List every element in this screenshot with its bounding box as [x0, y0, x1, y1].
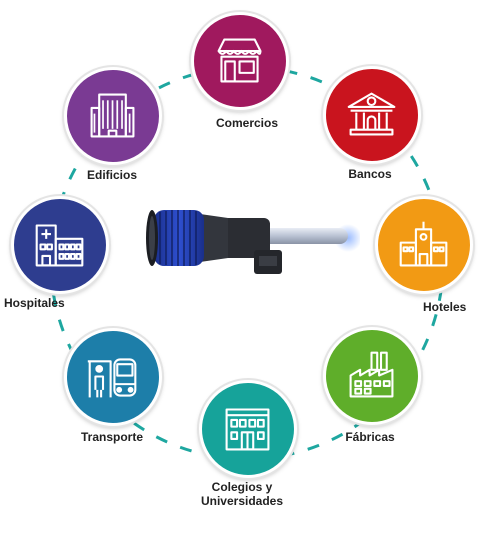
- storefront-icon: [218, 39, 262, 83]
- office-building-icon: [91, 94, 135, 138]
- node-label-line2: Universidades: [200, 494, 284, 508]
- node-label: Fábricas: [345, 430, 395, 444]
- hospital-icon: [36, 224, 84, 267]
- node-label-line1: Colegios y: [211, 480, 273, 494]
- node-circle: [11, 196, 109, 294]
- node-label: Hospitales: [4, 296, 65, 310]
- node-circle: [199, 380, 297, 478]
- bank-icon: [348, 93, 396, 137]
- node-circle: [191, 12, 289, 110]
- node-circle: [375, 196, 473, 294]
- node-label: Bancos: [348, 167, 392, 181]
- node-label: Hoteles: [423, 300, 467, 314]
- node-label: Edificios: [86, 168, 138, 182]
- node-circle: [323, 327, 421, 425]
- factory-icon: [350, 352, 394, 398]
- bus-stop-icon: [88, 358, 137, 398]
- node-circle: [323, 66, 421, 164]
- node-label: Comercios: [215, 116, 279, 130]
- hotel-icon: [400, 222, 448, 267]
- node-circle: [64, 67, 162, 165]
- node-label: Colegios y Universidades: [201, 480, 283, 508]
- product-image: [140, 196, 362, 291]
- node-circle: [64, 328, 162, 426]
- node-label: Transporte: [80, 430, 144, 444]
- school-icon: [226, 408, 270, 451]
